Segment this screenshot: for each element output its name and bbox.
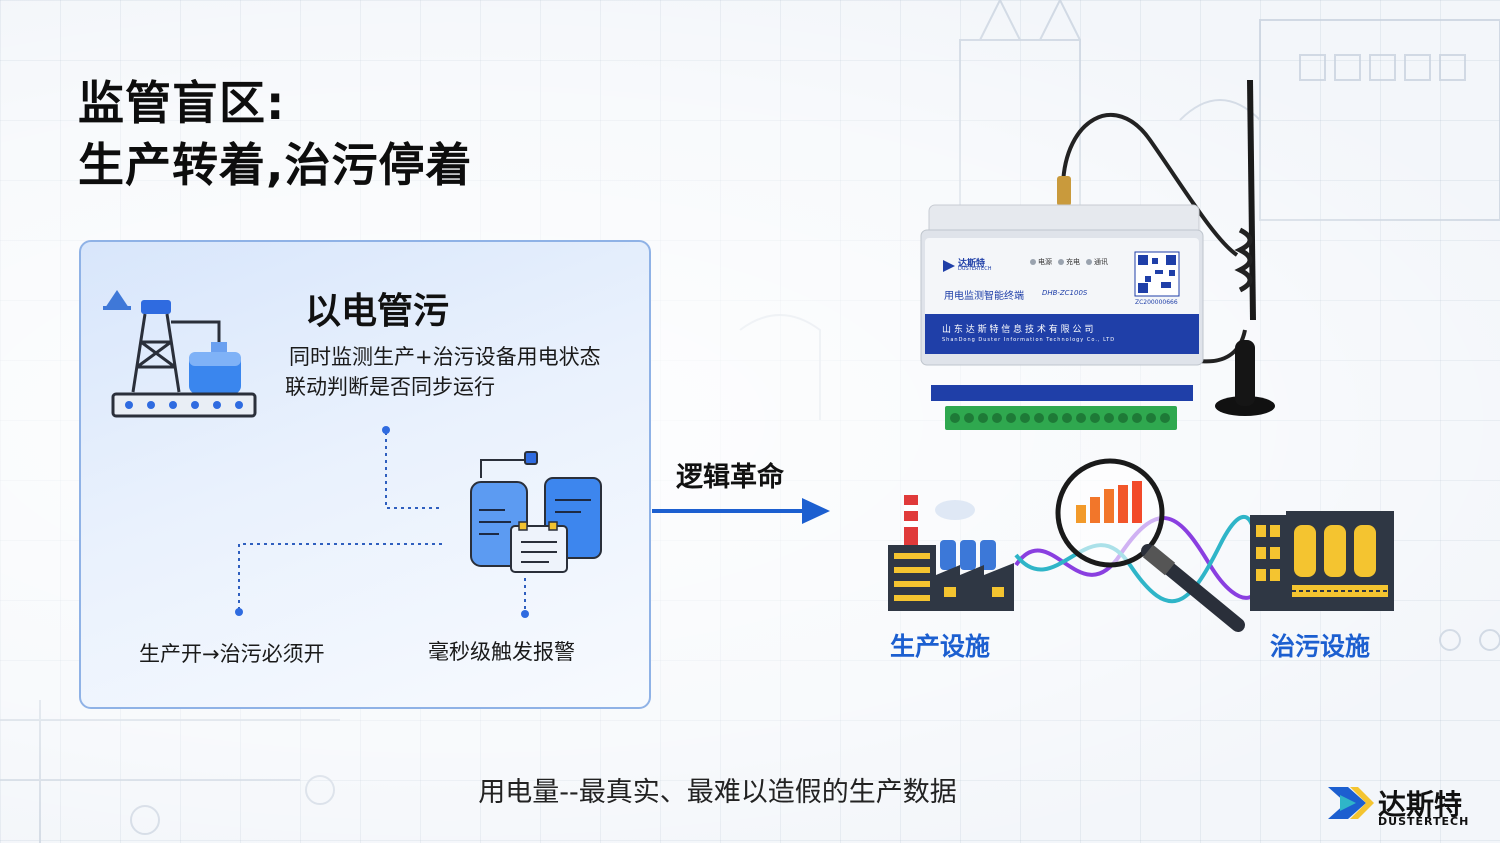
indicator-comm: 通讯 — [1094, 258, 1108, 266]
production-line-icon — [103, 290, 257, 418]
bottom-caption: 用电量--最真实、最难以造假的生产数据 — [478, 777, 957, 808]
brand-logo: 达斯特 DUSTERTECH — [1326, 781, 1468, 833]
treatment-facility-label: 治污设施 — [1270, 632, 1371, 661]
device-logo-icon — [943, 260, 955, 272]
connector-dot — [521, 610, 529, 618]
device-brand: 达斯特 — [958, 259, 986, 269]
brand-logo-icon — [1328, 787, 1374, 819]
note-alarm: 毫秒级触发报警 — [428, 640, 575, 664]
production-facility-label: 生产设施 — [890, 632, 991, 661]
device-company-cn: 山 东 达 斯 特 信 息 技 术 有 限 公 司 — [942, 325, 1094, 335]
indicator-charge: 充电 — [1066, 258, 1080, 266]
connector-dot — [382, 426, 390, 434]
page-title: 监管盲区: 生产转着,治污停着 — [78, 72, 472, 196]
brand-sub: DUSTERTECH — [1378, 815, 1470, 828]
antenna-cable — [1061, 112, 1239, 257]
method-card: 以电管污 同时监测生产+治污设备用电状态 联动判断是否同步运行 生产开→治污必须… — [79, 240, 651, 709]
card-desc-line-1: 同时监测生产+治污设备用电状态 — [289, 345, 601, 369]
card-heading: 以电管污 — [305, 291, 450, 332]
production-facility-icon — [888, 495, 1014, 611]
connector-dot — [235, 608, 243, 616]
device-brand-sub: DUSTERTECH — [958, 266, 992, 272]
card-description: 同时监测生产+治污设备用电状态 联动判断是否同步运行 — [285, 342, 601, 402]
treatment-facility-icon — [1250, 511, 1394, 611]
title-line-1: 监管盲区: — [78, 76, 286, 130]
arrow-right-icon — [652, 498, 830, 524]
terminal-block — [945, 406, 1177, 430]
device-company-en: ShanDong Duster Information Technology C… — [942, 337, 1116, 343]
monitoring-tanks-icon — [470, 451, 602, 573]
device-model-code: DHB-ZC100S — [1042, 289, 1088, 297]
qr-code-icon — [1134, 251, 1180, 297]
terminal-label-strip — [931, 385, 1193, 401]
note-production-on: 生产开→治污必须开 — [139, 642, 325, 666]
monitoring-terminal-device — [920, 80, 1275, 430]
device-model-name: 用电监测智能终端 — [944, 291, 1024, 302]
antenna-connector — [1057, 176, 1071, 206]
dotted-connectors — [238, 432, 526, 610]
brand-name: 达斯特 — [1378, 788, 1463, 821]
magnifier-icon — [1055, 458, 1245, 632]
title-line-2: 生产转着,治污停着 — [78, 138, 473, 192]
card-graphics — [103, 290, 602, 618]
device-serial: ZC200000666 — [1135, 299, 1178, 306]
indicator-power: 电源 — [1038, 258, 1052, 266]
card-desc-line-2: 联动判断是否同步运行 — [285, 375, 495, 399]
device-brand-band — [925, 314, 1199, 354]
arrow-label: 逻辑革命 — [676, 462, 784, 493]
facilities-scene — [888, 458, 1394, 632]
